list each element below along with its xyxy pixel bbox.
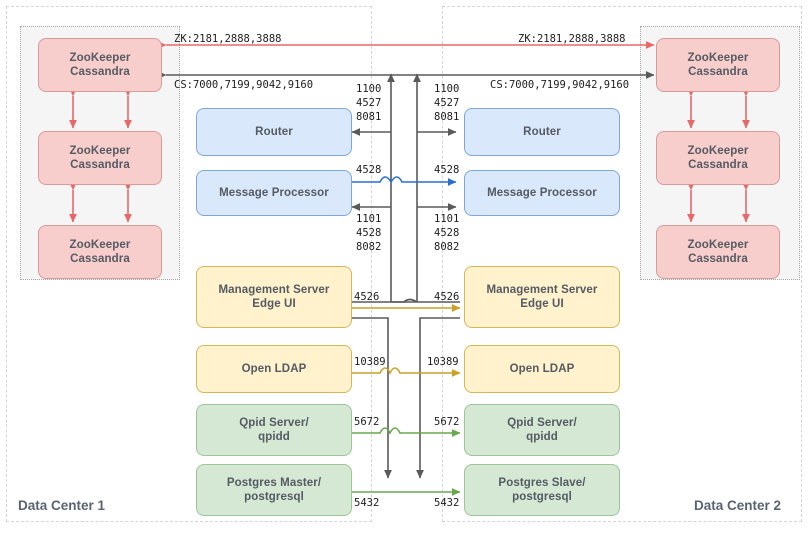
bus-right-to-ms-left <box>348 298 418 303</box>
node-line1: ZooKeeper <box>687 145 749 157</box>
node-label: Open LDAP <box>241 363 307 375</box>
service-dc2-qpid-server[interactable]: Qpid Server/ qpidd <box>464 404 620 456</box>
node-line2: Cassandra <box>70 159 130 171</box>
port-label-mp-4528-right: 4528 <box>434 164 460 176</box>
bus-ms-left-down-to-pg <box>348 317 392 479</box>
zk-internal-link-dc1 <box>69 88 132 223</box>
node-line2: qpidd <box>526 431 558 443</box>
zk-internal-link-dc2 <box>687 88 750 223</box>
service-dc2-message-processor[interactable]: Message Processor <box>464 170 620 216</box>
port-label-zk-cross-right: ZK:2181,2888,3888 <box>518 33 626 45</box>
node-line2: postgresql <box>512 491 572 503</box>
node-line1: ZooKeeper <box>69 52 131 64</box>
node-line2: Cassandra <box>688 66 748 78</box>
node-line1: ZooKeeper <box>687 52 749 64</box>
port-label-pg-right: 5432 <box>434 497 460 509</box>
port-label-router-right: 1100 4527 8081 <box>434 83 460 123</box>
node-label: Open LDAP <box>509 363 575 375</box>
zk-cassandra-node-dc1-3[interactable]: ZooKeeper Cassandra <box>38 225 162 279</box>
zk-cassandra-node-dc1-1[interactable]: ZooKeeper Cassandra <box>38 38 162 92</box>
node-line2: postgresql <box>244 491 304 503</box>
node-line1: Management Server <box>218 284 330 296</box>
port-label-ms-4526-left: 4526 <box>354 291 380 303</box>
service-dc1-postgres-master[interactable]: Postgres Master/ postgresql <box>196 464 352 516</box>
datacenter-2-boundary <box>442 6 802 522</box>
port-label-router-left: 1100 4527 8081 <box>356 83 382 123</box>
port-label-qpid-left: 5672 <box>354 416 380 428</box>
node-label: Router <box>255 126 293 138</box>
node-label: Router <box>523 126 561 138</box>
service-dc1-management-server[interactable]: Management Server Edge UI <box>196 266 352 328</box>
service-dc2-open-ldap[interactable]: Open LDAP <box>464 345 620 393</box>
mp-4528-cross-link <box>344 176 457 186</box>
port-label-ldap-left: 10389 <box>354 356 386 368</box>
port-label-ms-4526-right: 4526 <box>434 291 460 303</box>
zk-cassandra-node-dc2-1[interactable]: ZooKeeper Cassandra <box>656 38 780 92</box>
service-dc2-router[interactable]: Router <box>464 108 620 156</box>
node-line1: Postgres Master/ <box>226 477 322 489</box>
port-label-mp-right: 1101 4528 8082 <box>434 213 460 253</box>
node-line2: Cassandra <box>70 253 130 265</box>
port-label-mp-4528-left: 4528 <box>356 164 382 176</box>
node-line2: Edge UI <box>252 298 296 310</box>
service-dc1-open-ldap[interactable]: Open LDAP <box>196 345 352 393</box>
node-line2: Cassandra <box>688 159 748 171</box>
qpid-5672-cross-link <box>340 427 461 437</box>
node-label: Message Processor <box>487 187 597 199</box>
port-label-ldap-right: 10389 <box>427 356 459 368</box>
bus-ms-right-down-to-pg <box>416 317 460 479</box>
zk-cassandra-node-dc2-3[interactable]: ZooKeeper Cassandra <box>656 225 780 279</box>
port-label-pg-left: 5432 <box>354 497 380 509</box>
port-label-mp-left: 1101 4528 8082 <box>356 213 382 253</box>
zk-cassandra-node-dc2-2[interactable]: ZooKeeper Cassandra <box>656 131 780 185</box>
node-line1: Qpid Server/ <box>507 417 577 429</box>
service-dc1-qpid-server[interactable]: Qpid Server/ qpidd <box>196 404 352 456</box>
node-line2: qpidd <box>258 431 290 443</box>
service-dc1-message-processor[interactable]: Message Processor <box>196 170 352 216</box>
port-label-zk-cross-left: ZK:2181,2888,3888 <box>174 33 282 45</box>
port-label-qpid-right: 5672 <box>434 416 460 428</box>
node-line1: Management Server <box>486 284 598 296</box>
node-line1: ZooKeeper <box>69 239 131 251</box>
ldap-10389-cross-link <box>340 367 461 377</box>
service-dc1-router[interactable]: Router <box>196 108 352 156</box>
datacenter-1-boundary <box>6 6 372 522</box>
zk-cassandra-node-dc1-2[interactable]: ZooKeeper Cassandra <box>38 131 162 185</box>
node-line1: ZooKeeper <box>69 145 131 157</box>
node-line2: Cassandra <box>70 66 130 78</box>
node-line2: Cassandra <box>688 253 748 265</box>
datacenter-1-label: Data Center 1 <box>18 498 106 513</box>
node-line1: Postgres Slave/ <box>498 477 586 489</box>
port-label-cs-cross-right: CS:7000,7199,9042,9160 <box>490 79 630 91</box>
node-line1: Qpid Server/ <box>239 417 309 429</box>
service-dc2-postgres-slave[interactable]: Postgres Slave/ postgresql <box>464 464 620 516</box>
service-dc2-management-server[interactable]: Management Server Edge UI <box>464 266 620 328</box>
node-label: Message Processor <box>219 187 329 199</box>
node-line1: ZooKeeper <box>687 239 749 251</box>
datacenter-2-label: Data Center 2 <box>694 498 782 513</box>
port-label-cs-cross-left: CS:7000,7199,9042,9160 <box>174 79 314 91</box>
node-line2: Edge UI <box>520 298 564 310</box>
